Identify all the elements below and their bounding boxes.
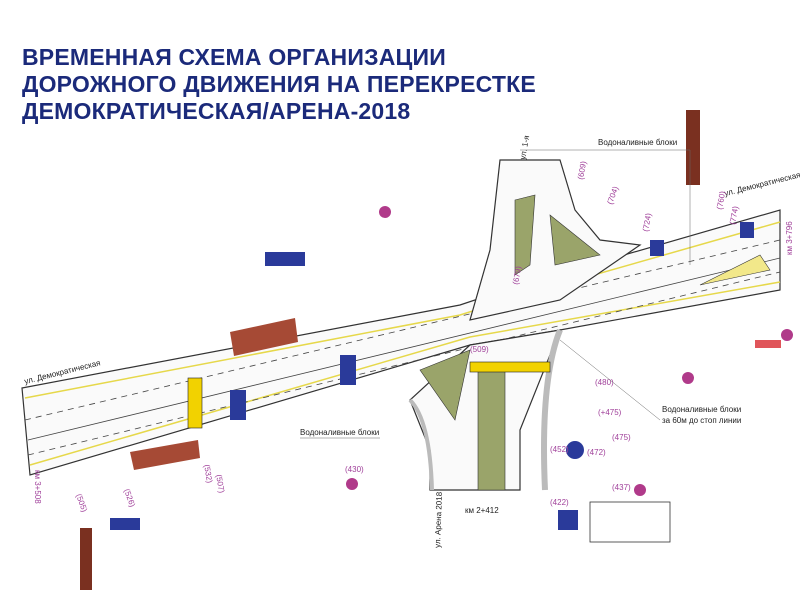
north-median (514, 194, 536, 276)
lane-line (27, 257, 781, 441)
north-island (549, 214, 601, 266)
curb-arc (541, 328, 563, 491)
sign-ref: (472) (587, 448, 606, 457)
brown-direction-sign (686, 110, 700, 185)
sign-ref: (760) (715, 190, 727, 210)
lane-sign (650, 240, 664, 256)
sign-ref: (679) (511, 265, 523, 285)
title-line-3: ДЕМОКРАТИЧЕСКАЯ/АРЕНА-2018 (22, 98, 411, 124)
building (130, 440, 200, 470)
sign-ref: (526) (122, 488, 137, 509)
chainage-south: км 2+412 (465, 506, 499, 515)
sign-ref: (480) (595, 378, 614, 387)
crosswalk-west (187, 377, 203, 429)
lane-sign (558, 510, 578, 530)
barrier (755, 340, 781, 348)
crosswalk-south (469, 361, 551, 373)
note-water-blocks-left: Водоналивные блоки (300, 428, 379, 437)
street-label-north: ул. 1-я (518, 135, 531, 161)
sign-ref: (774) (728, 205, 740, 225)
street-label-south: ул. Арена 2018 (433, 491, 444, 548)
sign-ref: (609) (576, 160, 588, 180)
building (230, 318, 298, 356)
note-water-blocks-top: Водоналивные блоки (598, 138, 677, 147)
chainage-east: км 3+796 (785, 221, 794, 255)
curb-arc (408, 398, 434, 491)
note-water-blocks-right-2: за 60м до стоп линии (662, 416, 741, 425)
leader-line (559, 339, 661, 421)
lane-line (27, 271, 781, 456)
sign-ref: (704) (605, 185, 620, 206)
note-water-blocks-right-1: Водоналивные блоки (662, 405, 741, 414)
title-line-1: ВРЕМЕННАЯ СХЕМА ОРГАНИЗАЦИИ (22, 44, 446, 70)
no-stopping-sign-icon (346, 478, 358, 490)
sign-ref: (+475) (598, 408, 622, 417)
chainage-west: км 3+508 (33, 470, 42, 504)
brown-direction-sign (80, 528, 92, 590)
street-label-east: ул. Демократическая (723, 170, 800, 198)
lane-sign (740, 222, 754, 238)
sign-ref: (505) (74, 493, 89, 514)
sign-ref: (509) (470, 345, 489, 354)
south-island (419, 349, 471, 421)
lane-line (24, 239, 781, 421)
title-line-2: ДОРОЖНОГО ДВИЖЕНИЯ НА ПЕРЕКРЕСТКЕ (22, 71, 536, 97)
sign-ref: (507) (214, 474, 226, 494)
road-edge-yellow (29, 281, 781, 466)
sign-ref: (430) (345, 465, 364, 474)
sign-ref: (422) (550, 498, 569, 507)
sign-ref: (724) (641, 212, 653, 232)
hatched-area (699, 254, 771, 286)
info-board (589, 501, 671, 543)
lane-sign (110, 518, 140, 530)
direction-sign-icon (566, 441, 584, 459)
main-road (21, 209, 781, 476)
sign-ref: (532) (202, 464, 214, 484)
south-median (477, 364, 506, 491)
sign-ref: (475) (612, 433, 631, 442)
lane-sign (230, 390, 246, 420)
sign-ref: (452) (550, 445, 569, 454)
no-stopping-sign-icon (781, 329, 793, 341)
lane-sign (265, 252, 305, 266)
page-title: ВРЕМЕННАЯ СХЕМА ОРГАНИЗАЦИИ ДОРОЖНОГО ДВ… (22, 44, 536, 125)
no-stopping-sign-icon (634, 484, 646, 496)
no-stopping-sign-icon (682, 372, 694, 384)
lane-sign (340, 355, 356, 385)
no-stopping-sign-icon (379, 206, 391, 218)
sign-ref: (437) (612, 483, 631, 492)
